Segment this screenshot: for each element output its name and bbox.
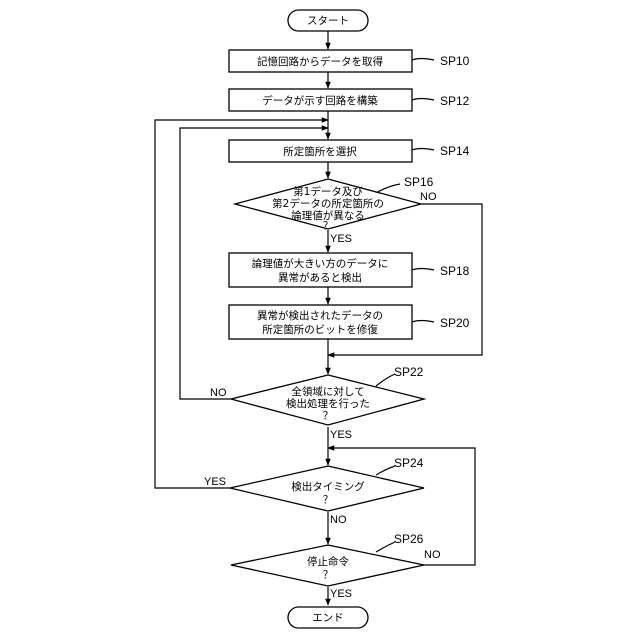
decision-sp16-line1: 第1データ及び [293,185,363,198]
branch-sp22-no: NO [210,387,227,399]
ref-sp14: SP14 [440,144,470,158]
ref-sp22: SP22 [394,365,424,379]
leader-sp26 [376,542,395,552]
decision-sp16-line4: ？ [323,220,334,232]
start-label: スタート [307,15,349,27]
ref-sp24: SP24 [394,456,424,470]
branch-sp26-yes: YES [330,588,352,600]
process-sp14: 所定箇所を選択 [229,140,412,162]
process-sp18: 論理値が大きい方のデータに 異常があると検出 [229,253,412,287]
decision-sp16: 第1データ及び 第2データの所定箇所の 論理値が異なる ？ [235,179,421,232]
leader-sp24 [376,466,395,475]
decision-sp26-line2: ？ [323,569,334,581]
leader-sp10 [412,59,434,61]
end-label: エンド [312,612,344,624]
ref-sp20: SP20 [440,316,470,330]
decision-sp22-line3: ？ [323,410,334,422]
start-terminal: スタート [288,10,368,31]
branch-sp16-yes: YES [330,233,352,245]
process-sp20-line1: 異常が検出されたデータの [257,309,383,322]
ref-sp26: SP26 [394,532,424,546]
branch-sp16-no: NO [420,191,437,203]
ref-sp18: SP18 [440,264,470,278]
process-sp20: 異常が検出されたデータの 所定箇所のビットを修復 [229,305,412,339]
process-sp12-text: データが示す回路を構築 [262,94,378,107]
decision-sp26-line1: 停止命令 [307,555,349,568]
process-sp10: 記憶回路からデータを取得 [229,50,412,72]
process-sp12: データが示す回路を構築 [229,89,412,111]
decision-sp22-line1: 全領域に対して [291,385,364,398]
decision-sp16-line2: 第2データの所定箇所の [272,197,384,210]
leader-sp18 [412,269,434,271]
leader-sp20 [412,321,434,323]
leader-sp22 [376,374,395,386]
decision-sp24-line1: 検出タイミング [291,480,365,493]
branch-sp22-yes: YES [330,429,352,441]
process-sp18-line1: 論理値が大きい方のデータに [252,257,389,270]
process-sp18-line2: 異常があると検出 [278,271,362,284]
end-terminal: エンド [288,607,368,628]
ref-sp12: SP12 [440,94,470,108]
process-sp10-text: 記憶回路からデータを取得 [257,55,383,68]
reference-labels: SP10 SP12 SP14 SP16 SP18 SP20 SP22 SP24 … [394,54,470,546]
process-sp14-text: 所定箇所を選択 [283,145,357,158]
ref-sp10: SP10 [440,54,470,68]
decision-sp22-line2: 検出処理を行った [286,397,370,410]
arrow-sp24-yes-loop [155,120,328,488]
ref-sp16: SP16 [404,175,434,189]
leader-sp14 [412,149,434,151]
decision-sp24: 検出タイミング ？ [230,466,424,511]
decision-sp24-line2: ？ [323,494,334,506]
branch-sp24-yes: YES [204,476,226,488]
process-sp20-line2: 所定箇所のビットを修復 [262,323,378,336]
decision-sp26: 停止命令 ？ [231,545,424,586]
leader-sp16 [376,184,400,193]
branch-sp24-no: NO [330,514,347,526]
branch-sp26-no: NO [424,549,441,561]
decision-sp22: 全領域に対して 検出処理を行った ？ [231,375,424,425]
leader-sp12 [412,99,434,101]
